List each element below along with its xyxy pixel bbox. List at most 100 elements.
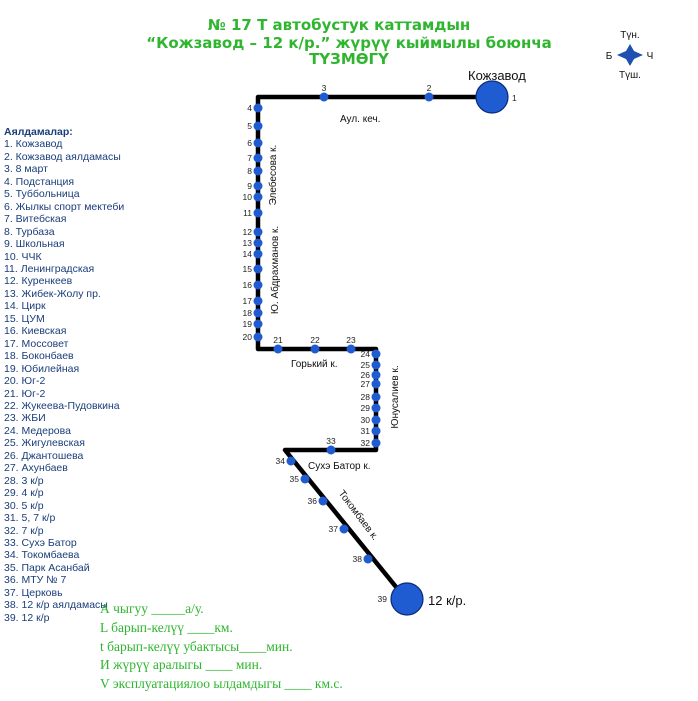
stop-number-label: 7 — [247, 153, 252, 163]
stop-number-label: 30 — [361, 415, 371, 425]
stop-marker — [326, 445, 336, 455]
stop-number-label: 37 — [329, 524, 339, 534]
stop-number-label: 27 — [361, 379, 371, 389]
legend-item: 14. Цирк — [4, 300, 46, 313]
stop-marker — [346, 344, 356, 354]
stop-number-label: 31 — [361, 426, 371, 436]
stop-number-label: 13 — [243, 238, 253, 248]
stop-number-label: 38 — [353, 554, 363, 564]
formula-line: t барып-келүү убактысы____мин. — [100, 638, 293, 654]
stop-marker — [273, 344, 283, 354]
stop-marker — [253, 332, 263, 342]
legend-item: 6. Жылкы спорт мектеби — [4, 200, 125, 213]
legend-item: 22. Жукеева-Пудовкина — [4, 399, 120, 412]
route-line — [255, 94, 492, 600]
stop-marker — [371, 360, 381, 370]
stop-number-label: 20 — [243, 332, 253, 342]
terminal-stop-marker — [390, 582, 424, 616]
legend-item: 27. Ахунбаев — [4, 462, 68, 475]
legend-item: 12. Куренкеев — [4, 275, 73, 288]
stop-marker — [253, 181, 263, 191]
legend-item: 38. 12 к/р аялдамасы — [4, 599, 108, 612]
stop-number-label: 29 — [361, 403, 371, 413]
legend-item: 11. Ленинградская — [4, 262, 95, 275]
legend-item: 18. Боконбаев — [4, 350, 74, 363]
legend-item: 20. Юг-2 — [4, 375, 46, 388]
compass-south: Түш. — [619, 70, 641, 81]
compass-west: Б — [606, 51, 613, 62]
stop-marker — [339, 524, 349, 534]
legend-item: 21. Юг-2 — [4, 387, 46, 400]
stop-number-label: 4 — [247, 103, 252, 113]
formula-line: А чыгуу _____а/у. — [100, 601, 204, 616]
stop-number-label: 15 — [243, 264, 253, 274]
stop-number-label: 12 — [243, 227, 253, 237]
stop-number-label: 10 — [243, 192, 253, 202]
legend-item: 32. 7 к/р — [4, 524, 44, 537]
stop-marker — [424, 92, 434, 102]
street-label-yunusaliev: Юнусалиев к. — [390, 365, 401, 428]
legend-item: 30. 5 к/р — [4, 499, 44, 512]
stop-marker — [253, 296, 263, 306]
legend-item: 4. Подстанция — [4, 175, 75, 188]
legend-item: 7. Витебская — [4, 213, 67, 226]
street-label-elebesova: Элебесова к. — [267, 145, 279, 206]
stop-marker — [371, 370, 381, 380]
formula-block: А чыгуу _____а/у. L барып-келүү ____км. … — [100, 600, 343, 694]
stop-marker — [253, 319, 263, 329]
stop-number-label: 21 — [273, 335, 283, 345]
stop-marker — [300, 474, 310, 484]
stop-marker — [253, 121, 263, 131]
stop-number-label: 23 — [346, 335, 356, 345]
stop-marker — [253, 238, 263, 248]
stop-marker — [371, 426, 381, 436]
stop-marker — [371, 415, 381, 425]
legend-item: 31. 5, 7 к/р — [4, 512, 56, 525]
compass-icon: Түн. Түш. Б Ч — [606, 30, 654, 81]
stop-number-label: 17 — [243, 296, 253, 306]
stop-marker — [371, 438, 381, 448]
formula-line: V эксплуатациялоо ылдамдыгы ____ км.с. — [100, 676, 343, 692]
compass-east: Ч — [647, 51, 654, 62]
stop-marker — [253, 227, 263, 237]
stop-marker — [310, 344, 320, 354]
stop-marker — [253, 249, 263, 259]
stop-marker — [253, 264, 263, 274]
stop-marker — [253, 192, 263, 202]
legend-item: 36. МТУ № 7 — [4, 574, 67, 587]
stop-marker — [253, 308, 263, 318]
stop-marker — [253, 153, 263, 163]
street-label-gorky: Горький к. — [291, 359, 338, 370]
street-label-abdrakhmanov: Ю. Абдрахманов к. — [269, 226, 281, 314]
stop-number-label: 2 — [427, 83, 432, 93]
street-label-tokombaev: Токомбаев к. — [336, 488, 381, 543]
legend-item: 8. Турбаза — [4, 225, 55, 238]
legend-item: 23. ЖБИ — [4, 412, 46, 425]
stop-marker — [253, 103, 263, 113]
stop-number-label: 35 — [290, 474, 300, 484]
stop-number-label: 33 — [326, 436, 336, 446]
stop-marker — [286, 456, 296, 466]
stop-number-label: 34 — [276, 456, 286, 466]
legend-item: 35. Парк Асанбай — [4, 561, 90, 574]
stop-marker — [253, 280, 263, 290]
legend-item: 1. Кожзавод — [4, 138, 63, 151]
compass-north: Түн. — [620, 30, 639, 41]
stop-number-label: 26 — [361, 370, 371, 380]
stop-marker — [253, 166, 263, 176]
stop-number-label: 1 — [512, 93, 517, 103]
stop-number-label: 19 — [243, 319, 253, 329]
stop-number-label: 9 — [247, 181, 252, 191]
stop-number-label: 11 — [243, 208, 252, 218]
legend-item: 26. Джантошева — [4, 449, 84, 462]
stop-number-label: 14 — [243, 249, 253, 259]
stop-number-label: 32 — [361, 438, 371, 448]
stop-number-label: 36 — [308, 496, 318, 506]
legend-item: 17. Моссовет — [4, 337, 69, 350]
legend-item: 3. 8 март — [4, 163, 48, 176]
stop-marker — [363, 554, 373, 564]
legend-item: 13. Жибек-Жолу пр. — [4, 287, 101, 300]
formula-line: L барып-келүү ____км. — [100, 619, 233, 635]
stop-number-label: 22 — [310, 335, 320, 345]
